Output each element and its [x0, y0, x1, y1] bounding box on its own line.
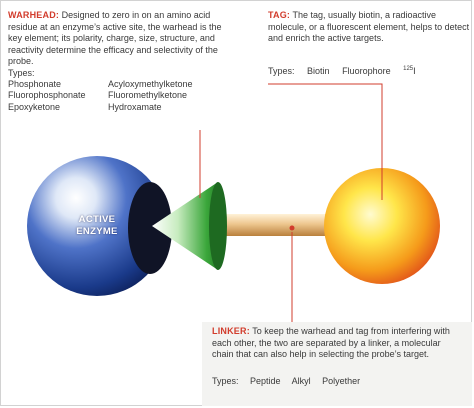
- isotope-symbol: I: [413, 66, 416, 76]
- tag-description-block: TAG: The tag, usually biotin, a radioact…: [268, 10, 470, 45]
- linker-type: Polyether: [322, 376, 361, 386]
- linker-types-block: Types: Peptide Alkyl Polyether: [212, 376, 369, 386]
- warhead-types-label: Types:: [8, 68, 35, 78]
- tag-sphere: [324, 168, 440, 284]
- warhead-cone-base: [209, 182, 227, 270]
- warhead-type: Fluorophosphonate: [8, 90, 86, 101]
- active-enzyme-label: ACTIVE ENZYME: [62, 214, 132, 238]
- linker-types-label: Types:: [212, 376, 239, 386]
- tag-heading: TAG:: [268, 10, 291, 20]
- warhead-type: Hydroxamate: [108, 101, 162, 112]
- tag-callout-line: [268, 83, 383, 200]
- warhead-type: Acyloxymethylketone: [108, 79, 193, 89]
- warhead-types-block: Types: Phosphonate Fluorophosphonate Epo…: [8, 68, 238, 112]
- tag-type-isotope: 125I: [403, 66, 416, 76]
- enzyme-label-line1: ACTIVE: [78, 214, 116, 225]
- tag-type: Fluorophore: [342, 66, 391, 76]
- isotope-mass: 125: [403, 66, 414, 72]
- warhead-type: Fluoromethylketone: [108, 90, 188, 101]
- warhead-type: Epoxyketone: [8, 101, 61, 112]
- linker-description-block: LINKER: To keep the warhead and tag from…: [212, 326, 462, 361]
- tag-types-block: Types: Biotin Fluorophore 125I: [268, 66, 426, 76]
- tag-types-label: Types:: [268, 66, 295, 76]
- linker-heading: LINKER:: [212, 326, 250, 336]
- linker-description: To keep the warhead and tag from interfe…: [212, 326, 450, 360]
- warhead-types-column-2: Acyloxymethylketone Fluoromethylketone H…: [108, 79, 193, 113]
- active-enzyme-sphere: [27, 156, 167, 296]
- tag-type: Biotin: [307, 66, 330, 76]
- linker-panel-background: [202, 322, 472, 406]
- warhead-types-column-1: Phosphonate Fluorophosphonate Epoxyketon…: [8, 79, 86, 113]
- linker-type: Alkyl: [291, 376, 311, 386]
- linker-callout-dot: [289, 225, 295, 231]
- warhead-description-block: WARHEAD: Designed to zero in on an amino…: [8, 10, 232, 68]
- enzyme-label-line2: ENZYME: [76, 226, 118, 237]
- warhead-description: Designed to zero in on an amino acid res…: [8, 10, 222, 67]
- active-site-pocket: [128, 182, 172, 274]
- linker-rod: [186, 214, 366, 236]
- warhead-type: Phosphonate: [8, 79, 62, 89]
- tag-description: The tag, usually biotin, a radioactive m…: [268, 10, 470, 44]
- warhead-heading: WARHEAD:: [8, 10, 60, 20]
- linker-type: Peptide: [250, 376, 281, 386]
- warhead-cone: [152, 182, 225, 270]
